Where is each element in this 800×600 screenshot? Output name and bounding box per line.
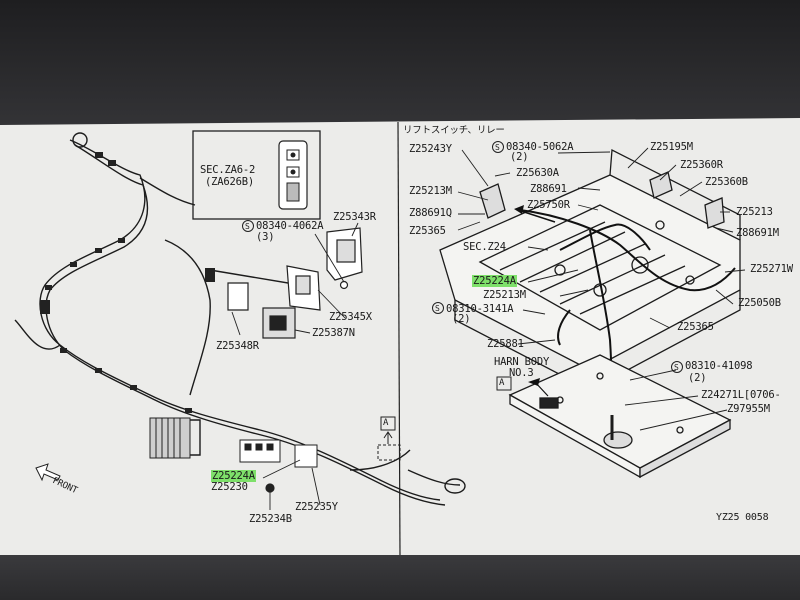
- ref-box-letter: A: [383, 418, 389, 428]
- part-label: Z25365: [409, 225, 446, 237]
- highlight: Z25224A: [211, 470, 256, 482]
- part-label: Z88691: [530, 183, 567, 195]
- qty-label: (2): [452, 313, 471, 325]
- part-label: Z88691M: [736, 227, 779, 239]
- part-label: 08310-41098: [685, 360, 753, 372]
- part-label: Z25234B: [249, 513, 292, 525]
- panel-divider: [397, 121, 401, 557]
- relay-block: [149, 417, 191, 459]
- inset-ref-line2: (ZA626B): [205, 176, 254, 188]
- svg-text:S: S: [245, 222, 250, 231]
- front-arrow-icon: [35, 463, 61, 482]
- switch-icon: [278, 140, 308, 210]
- monitor-bezel-top: [0, 0, 800, 125]
- svg-text:S: S: [674, 363, 679, 372]
- part-label: Z25213M: [483, 289, 526, 301]
- part-label: Z97955M: [727, 403, 770, 415]
- ref-box-letter: A: [499, 378, 505, 388]
- part-label: Z25750R: [527, 199, 570, 211]
- qty-label: (2): [688, 372, 707, 384]
- harness-clips: [40, 152, 215, 413]
- part-label: Z25213M: [409, 185, 452, 197]
- inset-ref-line1: SEC.ZA6-2: [200, 164, 256, 176]
- page-code: YZ25 0058: [716, 512, 769, 523]
- leaders-right: [457, 147, 746, 431]
- monitor-bezel-bottom: [0, 555, 800, 600]
- part-label: Z25271W: [750, 263, 793, 275]
- part-label: Z25345X: [329, 311, 372, 323]
- qty-label: (3): [256, 231, 275, 243]
- part-label: Z25630A: [516, 167, 559, 179]
- svg-text:S: S: [495, 143, 500, 152]
- connector-dashed: [377, 444, 401, 461]
- pointer-arrows: [514, 205, 556, 397]
- part-label-highlighted: Z25224A: [472, 275, 517, 287]
- s-marker-letters: S S S S: [245, 143, 679, 372]
- part-label: Z25230: [211, 481, 248, 493]
- section-ref: SEC.Z24: [463, 241, 506, 253]
- leaders-left: [231, 222, 359, 510]
- part-label-highlighted: Z25224A: [211, 470, 256, 482]
- connector-block: [239, 439, 318, 468]
- part-label: Z24271L[0706-: [701, 389, 781, 401]
- highlight: Z25224A: [472, 275, 517, 287]
- inset-box: [192, 130, 321, 220]
- part-label: Z25195M: [650, 141, 693, 153]
- harness-left: [14, 132, 466, 506]
- part-label: Z88691Q: [409, 207, 452, 219]
- part-label: Z25050B: [738, 297, 781, 309]
- part-label: Z25365: [677, 321, 714, 333]
- qty-label: (2): [510, 151, 529, 163]
- svg-text:S: S: [435, 304, 440, 313]
- part-label: 08310-3141A: [446, 303, 514, 315]
- part-label: Z25243Y: [409, 143, 452, 155]
- part-label: Z25360R: [680, 159, 723, 171]
- ref-box-left: [380, 416, 396, 431]
- s-marker-icons: [242, 141, 683, 373]
- base-plate: [508, 354, 732, 479]
- harness-label: NO.3: [509, 367, 534, 379]
- lift-frame: [439, 148, 741, 392]
- bracket-parts: [227, 227, 363, 493]
- part-label: Z25348R: [216, 340, 259, 352]
- up-arrow-icon: [383, 431, 393, 444]
- ref-box-right: [496, 376, 512, 391]
- part-label: 08340-4062A: [256, 220, 324, 232]
- harness-label: HARN BODY: [494, 356, 550, 368]
- part-label: Z25360B: [705, 176, 748, 188]
- part-label: Z25343R: [333, 211, 376, 223]
- part-label: Z25881: [487, 338, 524, 350]
- part-label: 08340-5062A: [506, 141, 574, 153]
- part-label: Z25387N: [312, 327, 355, 339]
- section-header: リフトスイッチ、リレー: [403, 125, 505, 136]
- part-label: Z25235Y: [295, 501, 338, 513]
- part-label: Z25213: [736, 206, 773, 218]
